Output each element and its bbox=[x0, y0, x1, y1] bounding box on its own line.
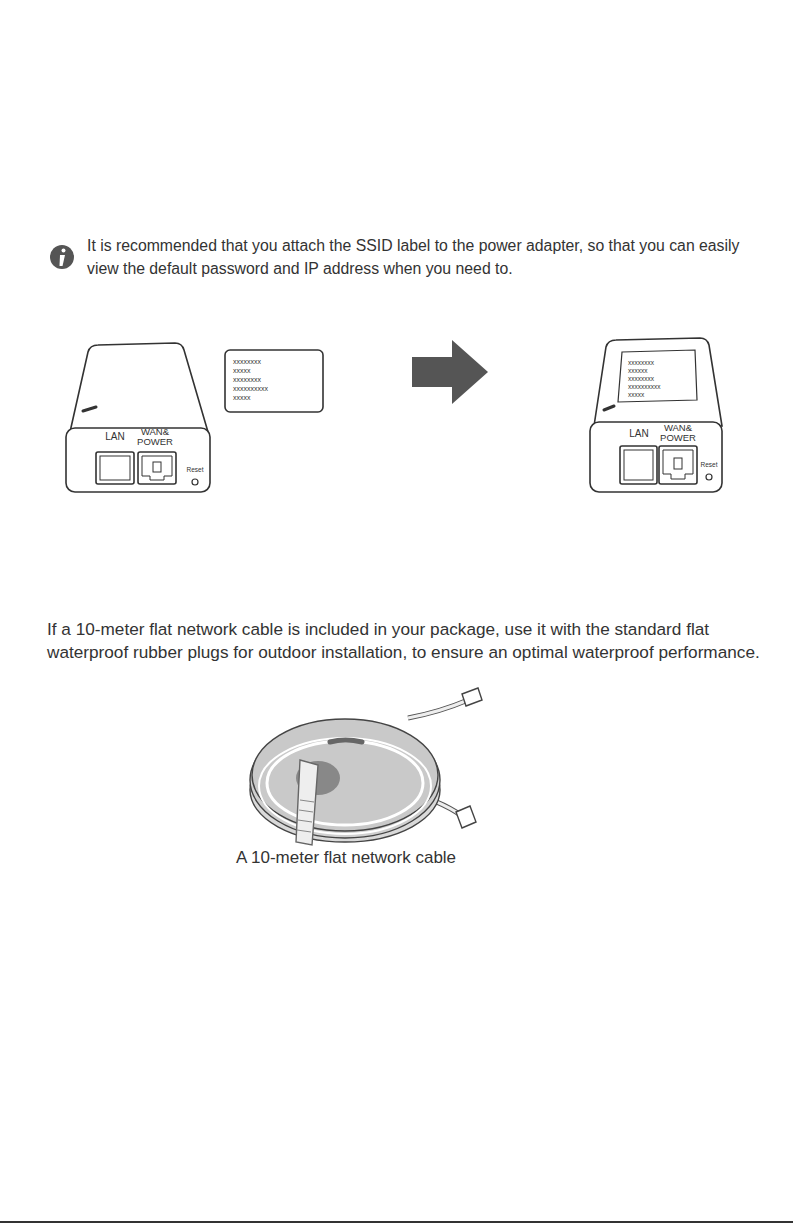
flat-cable-reel bbox=[250, 688, 482, 845]
port-label: WAN& POWER bbox=[656, 423, 700, 443]
label-placeholder: xxxxxx bbox=[628, 368, 692, 375]
power-adapter-right bbox=[590, 338, 722, 492]
label-placeholder: xxxxx bbox=[628, 392, 692, 399]
label-placeholder: xxxxx bbox=[233, 367, 313, 374]
power-adapter-left bbox=[66, 343, 210, 492]
ssid-label bbox=[225, 350, 323, 412]
info-icon bbox=[50, 245, 74, 269]
label-placeholder: xxxxxxxxxx bbox=[233, 385, 313, 392]
label-placeholder: xxxxxxxxxx bbox=[628, 384, 692, 391]
label-placeholder: xxxxxxxx bbox=[233, 376, 313, 383]
note-text: It is recommended that you attach the SS… bbox=[87, 235, 767, 281]
label-placeholder: xxxxx bbox=[233, 394, 313, 401]
body-paragraph: If a 10-meter flat network cable is incl… bbox=[47, 618, 763, 663]
port-label: WAN& POWER bbox=[133, 427, 177, 447]
page-rule bbox=[0, 1221, 793, 1223]
arrow bbox=[412, 340, 488, 404]
label-placeholder: xxxxxxxx bbox=[628, 376, 692, 383]
label-placeholder: xxxxxxxx bbox=[233, 358, 313, 365]
button-label: Reset bbox=[183, 467, 207, 474]
port-label: LAN bbox=[622, 428, 656, 439]
button-label: Reset bbox=[697, 462, 721, 469]
figure-caption: A 10-meter flat network cable bbox=[196, 848, 496, 868]
label-placeholder: xxxxxxxx bbox=[628, 360, 692, 367]
port-label: LAN bbox=[98, 431, 132, 442]
